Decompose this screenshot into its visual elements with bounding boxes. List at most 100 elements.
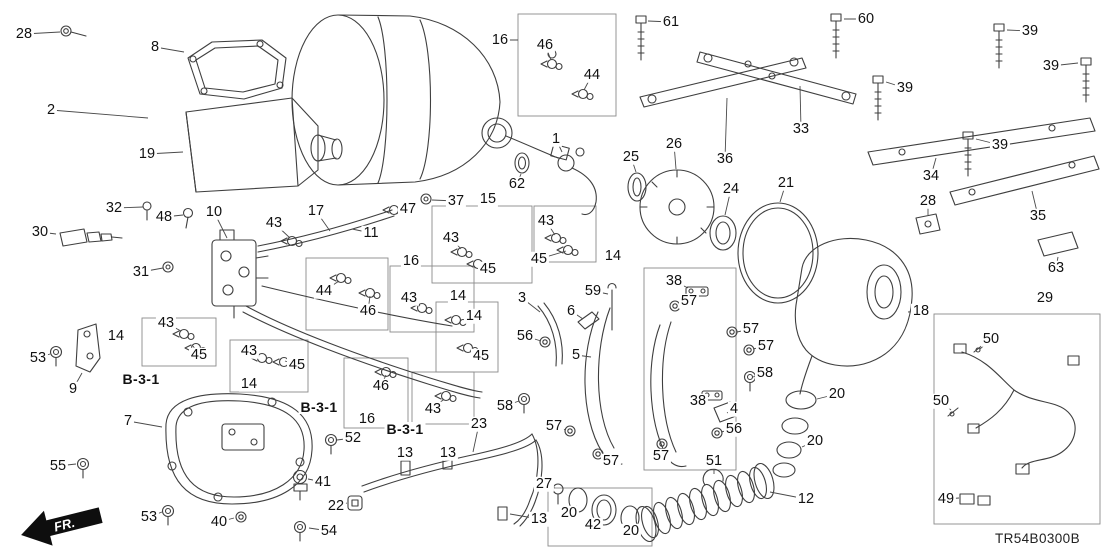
ref-code-label: B-3-1 [120, 371, 162, 387]
part-callout-47: 47 [397, 200, 419, 217]
part-callout-43: 43 [263, 214, 285, 231]
part-callout-10: 10 [203, 203, 225, 220]
part-callout-44: 44 [313, 282, 335, 299]
part-callout-54: 54 [318, 522, 340, 539]
part-callout-45: 45 [188, 346, 210, 363]
mount-rail-35 [949, 155, 1100, 206]
part-callout-13: 13 [437, 444, 459, 461]
part-callout-45: 45 [477, 260, 499, 277]
part-callout-35: 35 [1027, 207, 1049, 224]
part-callout-61: 61 [660, 13, 682, 30]
part-callout-49: 49 [935, 490, 957, 507]
part-callout-27: 27 [533, 475, 555, 492]
part-callout-46: 46 [357, 302, 379, 319]
part-callout-43: 43 [398, 289, 420, 306]
part-callout-1: 1 [549, 130, 563, 147]
part-callout-40: 40 [208, 513, 230, 530]
part-callout-45: 45 [528, 250, 550, 267]
part-callout-28: 28 [917, 192, 939, 209]
part-callout-41: 41 [312, 473, 334, 490]
part-callout-45: 45 [286, 356, 308, 373]
bolt-28-left [60, 25, 87, 37]
part-callout-46: 46 [370, 377, 392, 394]
part-callout-43: 43 [155, 314, 177, 331]
part-callout-5: 5 [569, 346, 583, 363]
mount-plate-7 [165, 393, 313, 505]
sensor-30 [59, 228, 123, 247]
filter-canister [772, 237, 913, 478]
wire-harness-29 [947, 343, 1080, 506]
part-callout-58: 58 [754, 364, 776, 381]
part-callout-23: 23 [468, 415, 490, 432]
part-callout-57: 57 [600, 452, 622, 469]
part-callout-63: 63 [1045, 259, 1067, 276]
part-callout-21: 21 [775, 174, 797, 191]
top-brackets [639, 51, 857, 108]
corrugated-hose [635, 462, 775, 543]
part-callout-39: 39 [894, 79, 916, 96]
part-callout-52: 52 [342, 429, 364, 446]
part-callout-18: 18 [910, 302, 932, 319]
part-callout-32: 32 [103, 199, 125, 216]
seal-24 [709, 215, 737, 251]
part-callout-20: 20 [558, 504, 580, 521]
part-callout-16: 16 [489, 31, 511, 48]
part-callout-57: 57 [755, 337, 777, 354]
part-callout-22: 22 [325, 497, 347, 514]
ref-code-label: B-3-1 [384, 421, 426, 437]
mount-rail-34 [867, 117, 1096, 166]
ref-code-label: B-3-1 [298, 399, 340, 415]
fr-direction-indicator: FR. [12, 498, 116, 554]
diagram-code: TR54B0300B [994, 531, 1080, 546]
part-callout-7: 7 [121, 412, 135, 429]
pad-63 [1037, 231, 1079, 257]
part-callout-3: 3 [515, 289, 529, 306]
part-callout-57: 57 [678, 292, 700, 309]
sender-32 [142, 201, 152, 221]
part-callout-34: 34 [920, 167, 942, 184]
part-callout-25: 25 [620, 148, 642, 165]
part-callout-20: 20 [826, 385, 848, 402]
part-callout-46: 46 [534, 36, 556, 53]
joint-41 [292, 469, 308, 501]
part-callout-16: 16 [356, 410, 378, 427]
part-callout-14: 14 [602, 247, 624, 264]
part-callout-31: 31 [130, 263, 152, 280]
part-callout-39: 39 [1040, 57, 1062, 74]
part-callout-20: 20 [620, 522, 642, 539]
plate-disc-26 [639, 169, 715, 245]
part-callout-48: 48 [153, 208, 175, 225]
leader-line [724, 97, 728, 160]
part-callout-38: 38 [663, 272, 685, 289]
part-callout-12: 12 [795, 490, 817, 507]
part-callout-58: 58 [494, 397, 516, 414]
part-callout-14: 14 [238, 375, 260, 392]
part-callout-45: 45 [470, 347, 492, 364]
part-callout-56: 56 [514, 327, 536, 344]
part-callout-59: 59 [582, 282, 604, 299]
part-callout-38: 38 [687, 392, 709, 409]
part-callout-15: 15 [477, 190, 499, 207]
part-callout-2: 2 [44, 101, 58, 118]
part-callout-36: 36 [714, 150, 736, 167]
part-callout-11: 11 [361, 224, 381, 241]
part-callout-30: 30 [29, 223, 51, 240]
fr-direction-arrow: FR. [21, 507, 103, 546]
part-callout-33: 33 [790, 120, 812, 137]
part-callout-44: 44 [581, 66, 603, 83]
fuel-pipes [242, 209, 563, 399]
part-callout-43: 43 [238, 342, 260, 359]
part-callout-20: 20 [804, 432, 826, 449]
part-callout-13: 13 [394, 444, 416, 461]
part-callout-8: 8 [148, 38, 162, 55]
clip-28 [915, 213, 941, 235]
part-callout-6: 6 [564, 302, 578, 319]
part-callout-62: 62 [506, 175, 528, 192]
part-callout-14: 14 [463, 307, 485, 324]
part-callout-57: 57 [650, 447, 672, 464]
group-boxes [141, 13, 1101, 547]
part-callout-13: 13 [528, 510, 550, 527]
part-callout-43: 43 [422, 400, 444, 417]
part-callout-19: 19 [136, 145, 158, 162]
